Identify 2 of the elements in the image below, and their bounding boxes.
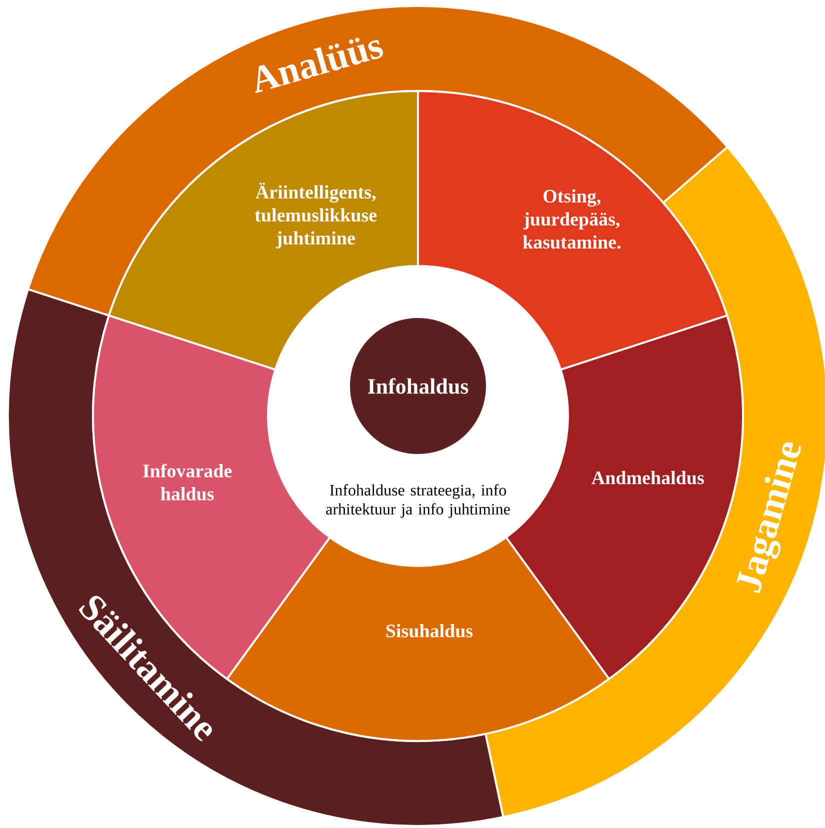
pie-sector: Otsing, juurdepääs, kasutamine. <box>417 90 728 371</box>
pie-sector: Sisuhaldus <box>226 536 610 742</box>
